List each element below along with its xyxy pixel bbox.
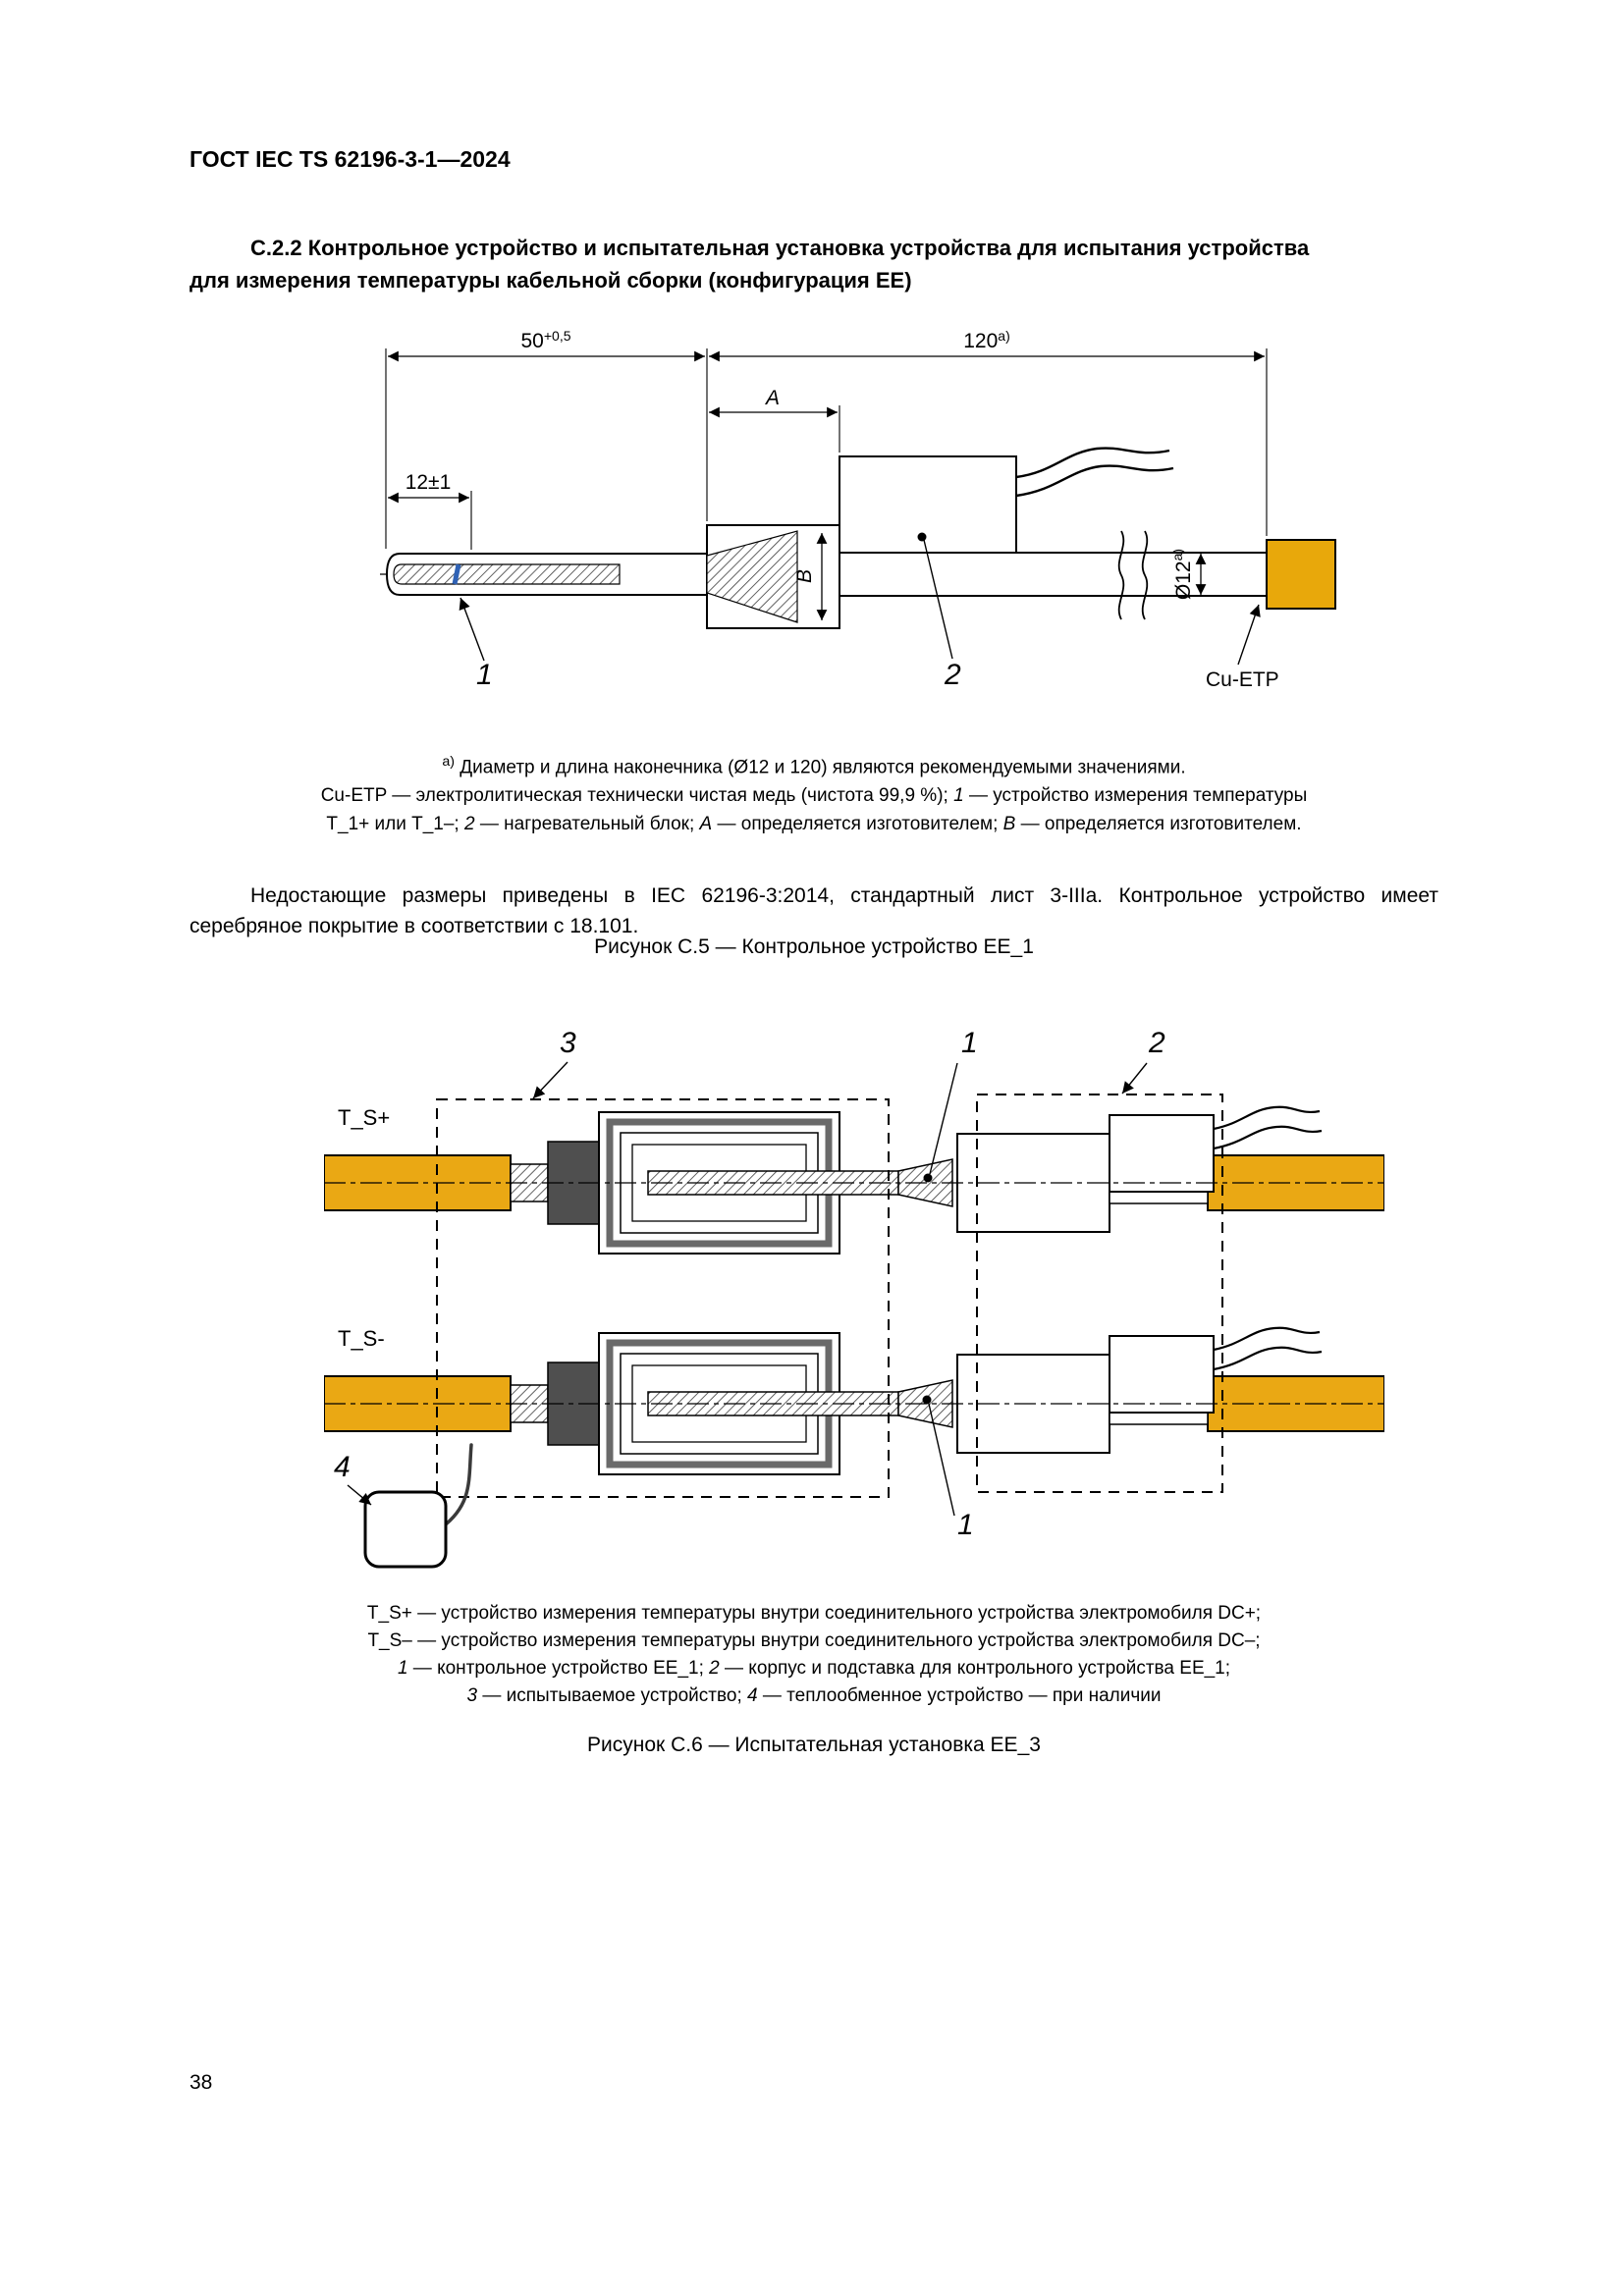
section-heading: С.2.2 Контрольное устройство и испытател… xyxy=(189,232,1456,296)
dim-dia12-value: Ø12 xyxy=(1172,561,1195,600)
section-heading-line1: С.2.2 Контрольное устройство и испытател… xyxy=(250,236,1310,260)
holder-housing-box xyxy=(976,1094,1223,1493)
figure-c5-diagram: B Ø12а) xyxy=(380,329,1336,691)
cable-bar xyxy=(839,552,1268,597)
callout-4-label: 4 xyxy=(334,1451,351,1483)
callout-2-label: 2 xyxy=(1148,1027,1165,1059)
ts-minus-label: T_S- xyxy=(338,1326,385,1351)
figure-c6-legend: T_S+ — устройство измерения температуры … xyxy=(189,1600,1438,1710)
figure-c5-footnote: а) Диаметр и длина наконечника (Ø12 и 12… xyxy=(442,754,1186,778)
break-marks xyxy=(1117,530,1149,620)
callout-1-top-leader xyxy=(929,1062,958,1175)
callout-2-label: 2 xyxy=(944,659,961,691)
callout-1-leader xyxy=(459,597,485,662)
assembly-ts-plus xyxy=(324,1107,1384,1254)
dim-50-value: 50 xyxy=(521,330,544,352)
figure-c6-legend-line3: 1 — контрольное устройство ЕЕ_1; 2 — кор… xyxy=(397,1658,1231,1679)
dim-120-label: 120а) xyxy=(963,329,1010,352)
cone-housing xyxy=(706,524,840,629)
callout-4-leader xyxy=(347,1484,372,1506)
callout-1-label: 1 xyxy=(476,659,493,691)
document-header: ГОСТ IEC TS 62196-3-1—2024 xyxy=(189,146,511,172)
device-under-test-box xyxy=(436,1098,890,1498)
callout-3-leader xyxy=(532,1061,568,1099)
cu-etp-label: Cu-ETP xyxy=(1206,668,1279,691)
dim-a-label: A xyxy=(764,387,780,409)
figure-c5-legend-line2: Т_1+ или Т_1–; 2 — нагревательный блок; … xyxy=(326,814,1302,835)
callout-1-bottom-leader xyxy=(928,1403,955,1517)
wires xyxy=(1015,447,1174,498)
copper-terminal xyxy=(1266,539,1336,610)
page-number: 38 xyxy=(189,2071,213,2094)
dim-120-sup: а) xyxy=(998,329,1009,344)
callout-3-label: 3 xyxy=(560,1027,576,1059)
callout-1-top-dot xyxy=(923,1173,933,1183)
callout-1-bottom-dot xyxy=(922,1395,932,1405)
cu-etp-leader xyxy=(1237,604,1261,666)
dim-120-value: 120 xyxy=(963,330,998,352)
section-heading-line2: для измерения температуры кабельной сбор… xyxy=(189,268,912,293)
dimension-lines xyxy=(388,350,1265,504)
sensor-mark xyxy=(452,563,461,585)
figure-c6-legend-line1: T_S+ — устройство измерения температуры … xyxy=(366,1603,1262,1624)
callout-1-bottom-label: 1 xyxy=(957,1509,974,1541)
extension-lines xyxy=(385,348,1268,550)
dim-dia12-sup: а) xyxy=(1169,549,1185,561)
dim-b-label: B xyxy=(793,569,816,583)
dim-50-tolerance: +0,5 xyxy=(544,329,571,344)
ts-plus-label: T_S+ xyxy=(338,1105,390,1130)
callout-2-leader xyxy=(1121,1062,1148,1095)
assembly-ts-minus xyxy=(324,1328,1384,1474)
temperature-probe xyxy=(385,553,708,596)
heat-exchanger-hose xyxy=(440,1443,473,1529)
figure-c6-diagram: T_S+ T_S- 3 1 2 1 4 xyxy=(324,1027,1384,1569)
callout-1-top-label: 1 xyxy=(961,1027,978,1059)
callout-2-dot xyxy=(917,532,927,542)
callout-2-leader xyxy=(923,539,953,660)
figure-c5-notes: а) Диаметр и длина наконечника (Ø12 и 12… xyxy=(189,748,1438,838)
figure-c6-legend-line4: 3 — испытываемое устройство; 4 — теплооб… xyxy=(466,1685,1162,1706)
heating-block xyxy=(839,455,1017,554)
figure-c6-legend-line2: T_S– — устройство измерения температуры … xyxy=(367,1630,1261,1651)
figure-c6-caption: Рисунок С.6 — Испытательная установка ЕЕ… xyxy=(587,1734,1041,1756)
note-paragraph: Недостающие размеры приведены в IEC 6219… xyxy=(189,884,1438,937)
dim-dia12-label: Ø12а) xyxy=(1169,549,1195,600)
dim-12-label: 12±1 xyxy=(406,471,452,494)
figure-c5-legend-line1: Cu-ETP — электролитическая технически чи… xyxy=(320,785,1308,807)
heat-exchanger-device xyxy=(363,1490,448,1569)
dim-50-label: 50+0,5 xyxy=(521,329,571,352)
figure-c5-caption: Рисунок С.5 — Контрольное устройство ЕЕ_… xyxy=(594,935,1034,958)
